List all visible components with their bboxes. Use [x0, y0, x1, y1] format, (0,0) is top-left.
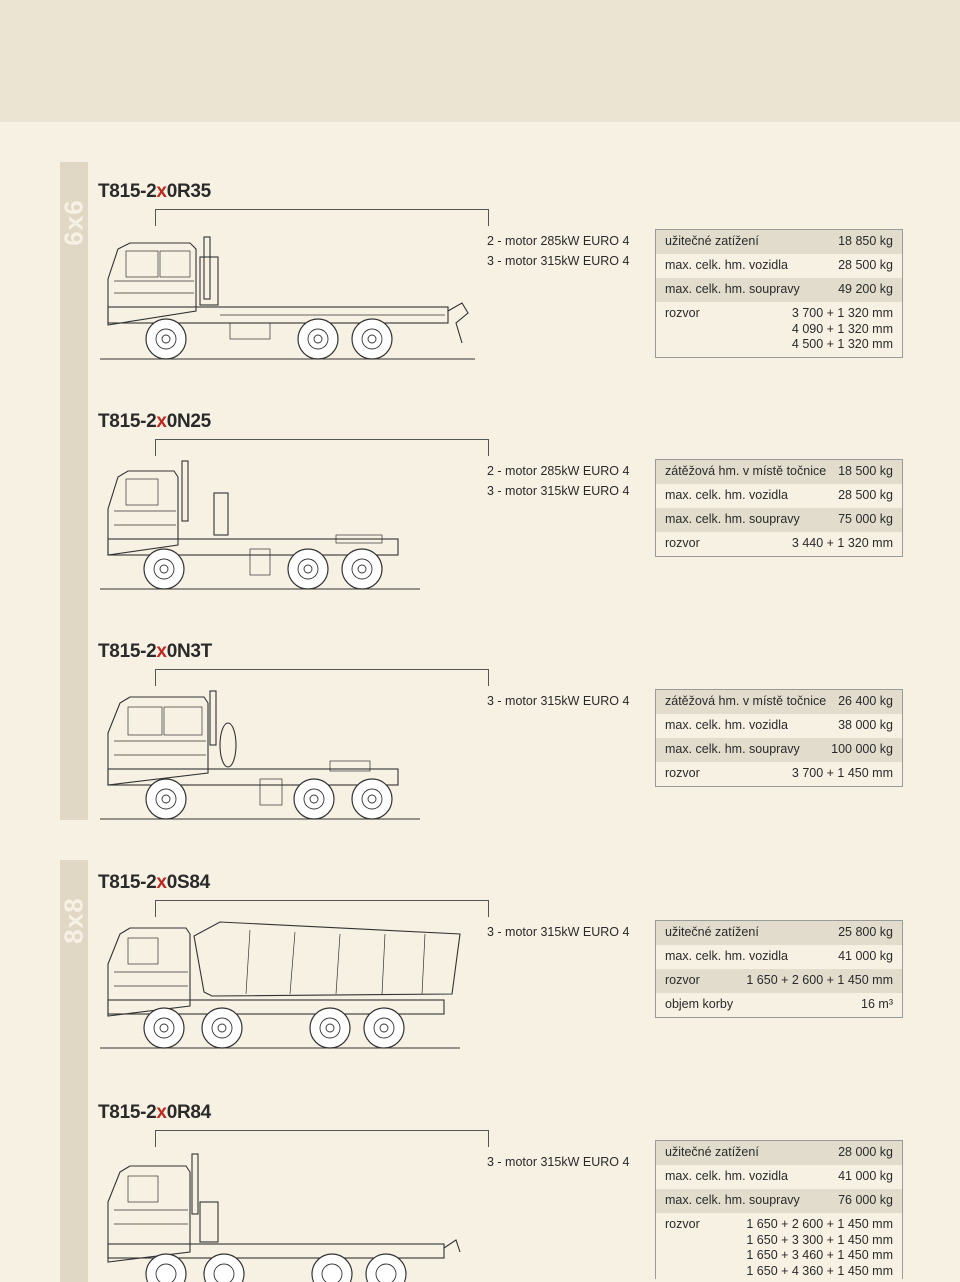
- model-title: T815-2x0R35: [98, 181, 211, 202]
- truck-drawing-chassis-cab: [100, 236, 475, 360]
- truck-drawing-dump-truck: [100, 921, 461, 1049]
- motor-option: 3 - motor 315kW EURO 4: [487, 925, 630, 939]
- title-bracket: [155, 209, 489, 226]
- title-bracket: [155, 669, 489, 686]
- motor-list: 3 - motor 315kW EURO 4: [487, 1152, 629, 1172]
- motor-option: 2 - motor 285kW EURO 4: [487, 464, 630, 478]
- motor-option: 3 - motor 315kW EURO 4: [487, 694, 630, 708]
- title-bracket: [155, 900, 489, 917]
- truck-drawing-chassis-cab-8x8: [107, 1153, 461, 1282]
- title-bracket: [155, 1130, 489, 1147]
- motor-option: 3 - motor 315kW EURO 4: [487, 1155, 630, 1169]
- model-section-0n25: T815-2x0N25 2 - motor 285kW EURO 4 3 - m…: [0, 411, 960, 611]
- model-section-0n3t: T815-2x0N3T 3 - motor 315kW EURO 4 zátěž…: [0, 641, 960, 831]
- motor-list: 3 - motor 315kW EURO 4: [487, 922, 629, 942]
- motor-option: 2 - motor 285kW EURO 4: [487, 234, 630, 248]
- model-section-0r35: T815-2x0R35 2 - motor 285kW EURO 4 3 - m…: [0, 181, 960, 381]
- motor-list: 3 - motor 315kW EURO 4: [487, 691, 629, 711]
- motor-option: 3 - motor 315kW EURO 4: [487, 484, 630, 498]
- model-title: T815-2x0N3T: [98, 641, 212, 662]
- model-title: T815-2x0N25: [98, 411, 211, 432]
- model-section-0r84: T815-2x0R84 3 - motor 315kW EURO 4 užite…: [0, 1102, 960, 1282]
- model-title: T815-2x0R84: [98, 1102, 211, 1123]
- model-title: T815-2x0S84: [98, 872, 210, 893]
- motor-list: 2 - motor 285kW EURO 4 3 - motor 315kW E…: [487, 461, 629, 501]
- sidebar-6x6: [60, 162, 88, 820]
- truck-drawing-tractor: [100, 460, 420, 590]
- sidebar-8x8: [60, 860, 88, 1282]
- truck-drawing-heavy-tractor: [100, 690, 420, 820]
- model-section-0s84: T815-2x0S84 3 - motor 315kW EURO 4 užite…: [0, 872, 960, 1072]
- motor-option: 3 - motor 315kW EURO 4: [487, 254, 630, 268]
- top-band: [0, 0, 960, 122]
- motor-list: 2 - motor 285kW EURO 4 3 - motor 315kW E…: [487, 231, 629, 271]
- title-bracket: [155, 439, 489, 456]
